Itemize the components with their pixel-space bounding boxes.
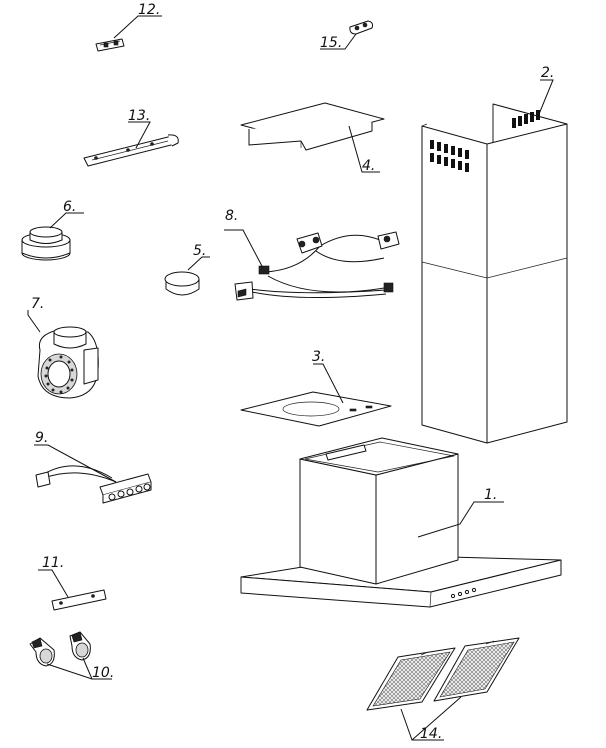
label-6: 6. bbox=[63, 199, 76, 215]
part-13-bracket: 13. bbox=[83, 108, 179, 167]
part-3-plate: 3. bbox=[240, 349, 392, 427]
label-7: 7. bbox=[31, 296, 44, 312]
label-2: 2. bbox=[541, 65, 554, 81]
label-14: 14. bbox=[420, 726, 442, 742]
part-10-lamps: 10. bbox=[29, 631, 114, 681]
label-3: 3. bbox=[312, 349, 325, 365]
label-9: 9. bbox=[35, 430, 48, 446]
label-5: 5. bbox=[193, 243, 206, 259]
part-7-motor: 7. bbox=[27, 296, 99, 399]
label-1: 1. bbox=[484, 487, 497, 503]
part-2-chimney: 2. bbox=[421, 65, 568, 444]
part-9-control: 9. bbox=[34, 430, 152, 504]
part-12-bracket: 12. bbox=[95, 2, 162, 52]
part-5-cap: 5. bbox=[164, 243, 210, 296]
label-12: 12. bbox=[138, 2, 160, 18]
label-4: 4. bbox=[362, 158, 375, 174]
label-13: 13. bbox=[128, 108, 150, 124]
label-11: 11. bbox=[42, 555, 64, 571]
part-4-deflector: 4. bbox=[240, 102, 385, 174]
label-10: 10. bbox=[92, 665, 114, 681]
label-8: 8. bbox=[225, 208, 238, 224]
part-15-clip: 15. bbox=[320, 20, 373, 51]
part-14-filters: 14. bbox=[366, 637, 520, 742]
part-1-hood: 1. bbox=[240, 437, 562, 608]
part-6-collar: 6. bbox=[21, 199, 84, 261]
part-11-tab: 11. bbox=[38, 555, 107, 611]
label-15: 15. bbox=[320, 35, 342, 51]
part-8-wiring: 8. bbox=[224, 208, 400, 301]
